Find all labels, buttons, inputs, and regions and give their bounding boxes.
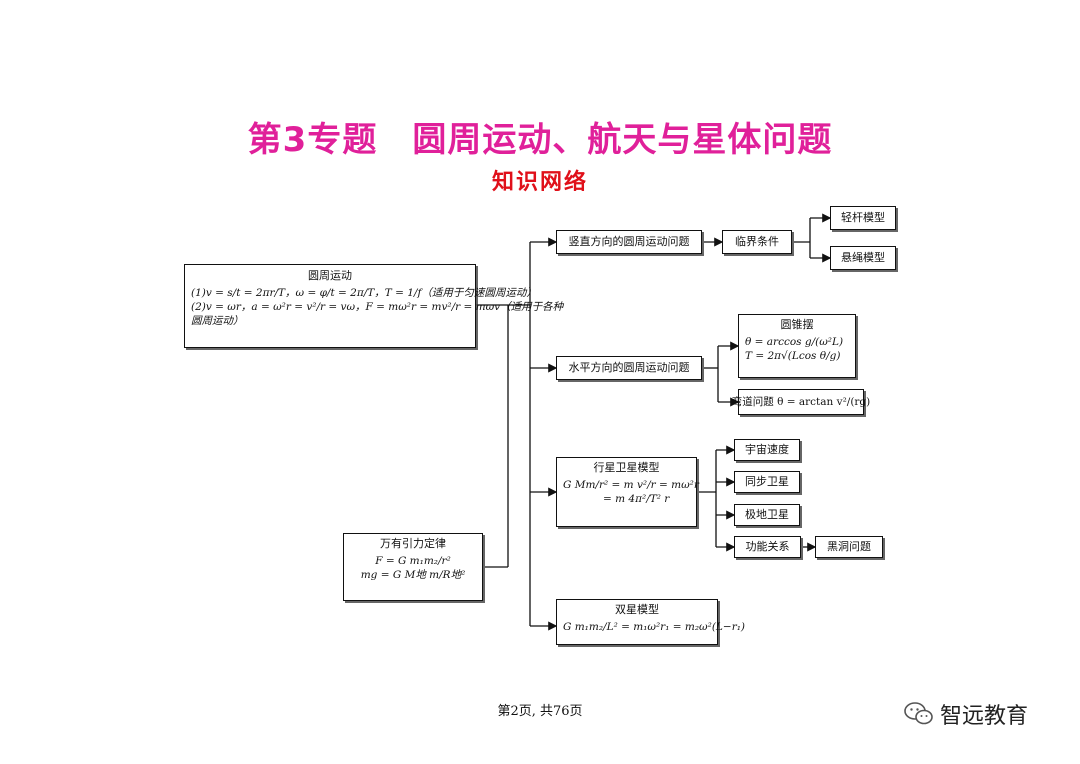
wechat-icon	[904, 702, 933, 725]
node-binary-star: 双星模型 G m₁m₂/L² = m₁ω²r₁ = m₂ω²(L−r₁)	[556, 599, 746, 645]
node-satellite-model: 行星卫星模型 G Mm/r² = m v²/r = mω²r = m 4π²/T…	[556, 457, 699, 527]
node-bend-problem: 弯道问题 θ = arctan v²/(rg)	[732, 389, 870, 415]
node-circular-formula-2: (2)v = ωr，a = ω²r = v²/r = vω，F = mω²r =…	[191, 301, 564, 314]
node-critical-condition: 临界条件	[722, 230, 792, 254]
node-circular-motion: 圆周运动 (1)v = s/t = 2πr/T，ω = φ/t = 2π/T，T…	[184, 264, 564, 348]
node-conical-title: 圆锥摆	[780, 318, 814, 331]
node-circular-formula-1: (1)v = s/t = 2πr/T，ω = φ/t = 2π/T，T = 1/…	[191, 286, 537, 299]
page-footer: 第2页, 共76页	[497, 704, 583, 719]
node-satellite-formula-1: G Mm/r² = m v²/r = mω²r	[563, 478, 699, 491]
node-binary-formula: G m₁m₂/L² = m₁ω²r₁ = m₂ω²(L−r₁)	[563, 620, 746, 633]
node-energy-relation: 功能关系	[734, 536, 801, 558]
node-gravity-title: 万有引力定律	[380, 537, 446, 550]
page-subtitle: 知识网络	[491, 170, 588, 195]
node-satellite-title: 行星卫星模型	[593, 461, 660, 474]
node-horizontal-circular: 水平方向的圆周运动问题	[556, 356, 702, 380]
brand-logo-text: 智远教育	[940, 704, 1029, 729]
node-gravity-formula-2: mg = G M地 m/R地²	[360, 569, 466, 582]
node-conical-formula-2: T = 2π√(Lcos θ/g)	[745, 350, 841, 363]
brand-logo: 智远教育	[904, 698, 1028, 730]
node-satellite-formula-2: = m 4π²/T² r	[603, 493, 670, 506]
node-circular-title: 圆周运动	[308, 269, 352, 282]
node-polar-satellite: 极地卫星	[734, 504, 800, 526]
node-rod-model: 轻杆模型	[830, 206, 896, 230]
node-circular-formula-3: 圆周运动）	[191, 315, 244, 328]
node-sync-satellite: 同步卫星	[734, 471, 800, 493]
page-title: 第3专题 圆周运动、航天与星体问题	[247, 120, 833, 160]
node-conical-pendulum: 圆锥摆 θ = arccos g/(ω²L) T = 2π√(Lcos θ/g)	[738, 314, 856, 378]
node-binary-title: 双星模型	[615, 603, 659, 616]
node-black-hole: 黑洞问题	[815, 536, 883, 558]
node-gravitation-law: 万有引力定律 F = G m₁m₂/r² mg = G M地 m/R地²	[343, 533, 483, 601]
node-cosmic-velocity: 宇宙速度	[734, 439, 800, 461]
node-gravity-formula-1: F = G m₁m₂/r²	[375, 554, 451, 567]
node-conical-formula-1: θ = arccos g/(ω²L)	[745, 335, 844, 348]
node-rope-model: 悬绳模型	[830, 246, 896, 270]
node-vertical-circular: 竖直方向的圆周运动问题	[556, 230, 702, 254]
